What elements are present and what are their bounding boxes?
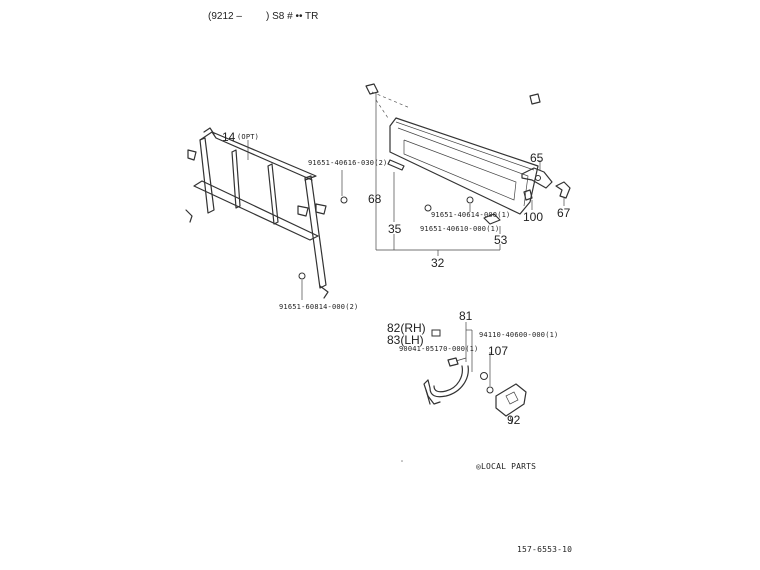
partno-chain-b: 90041-05170-000(1) [399,345,479,353]
label-67: 67 [557,206,571,220]
label-92: 92 [507,413,521,427]
label-107: 107 [488,344,509,358]
partno-gate-b: 91651-40610-000(1) [420,225,500,233]
partno-rack-top: 91651-40616-030(2) [308,159,388,167]
chain-assembly [423,322,527,425]
label-83-lh: 83(LH) [387,333,424,347]
partno-gate-a: 91651-40614-000(1) [431,211,511,219]
header-code-open: (9212 – [208,11,242,22]
label-82-rh: 82(RH) [387,321,426,335]
label-53: 53 [494,233,508,247]
label-14: 14 [222,130,236,144]
label-35: 35 [388,222,402,236]
label-100: 100 [523,210,544,224]
tailgate [365,83,571,256]
partno-rack-bottom: 91651-60814-000(2) [279,303,359,311]
label-68: 68 [368,192,382,206]
label-32: 32 [431,256,445,270]
drawing-number: 157-6553-10 [517,545,573,554]
headboard-rack [185,127,348,300]
local-parts-note: ◎LOCAL PARTS [476,462,537,471]
header-code-close: ) S8 # •• TR [266,11,319,22]
label-81: 81 [459,309,473,323]
label-14-opt: (OPT) [237,133,260,141]
partno-chain-a: 94110-40600-000(1) [479,331,559,339]
label-65: 65 [530,151,544,165]
